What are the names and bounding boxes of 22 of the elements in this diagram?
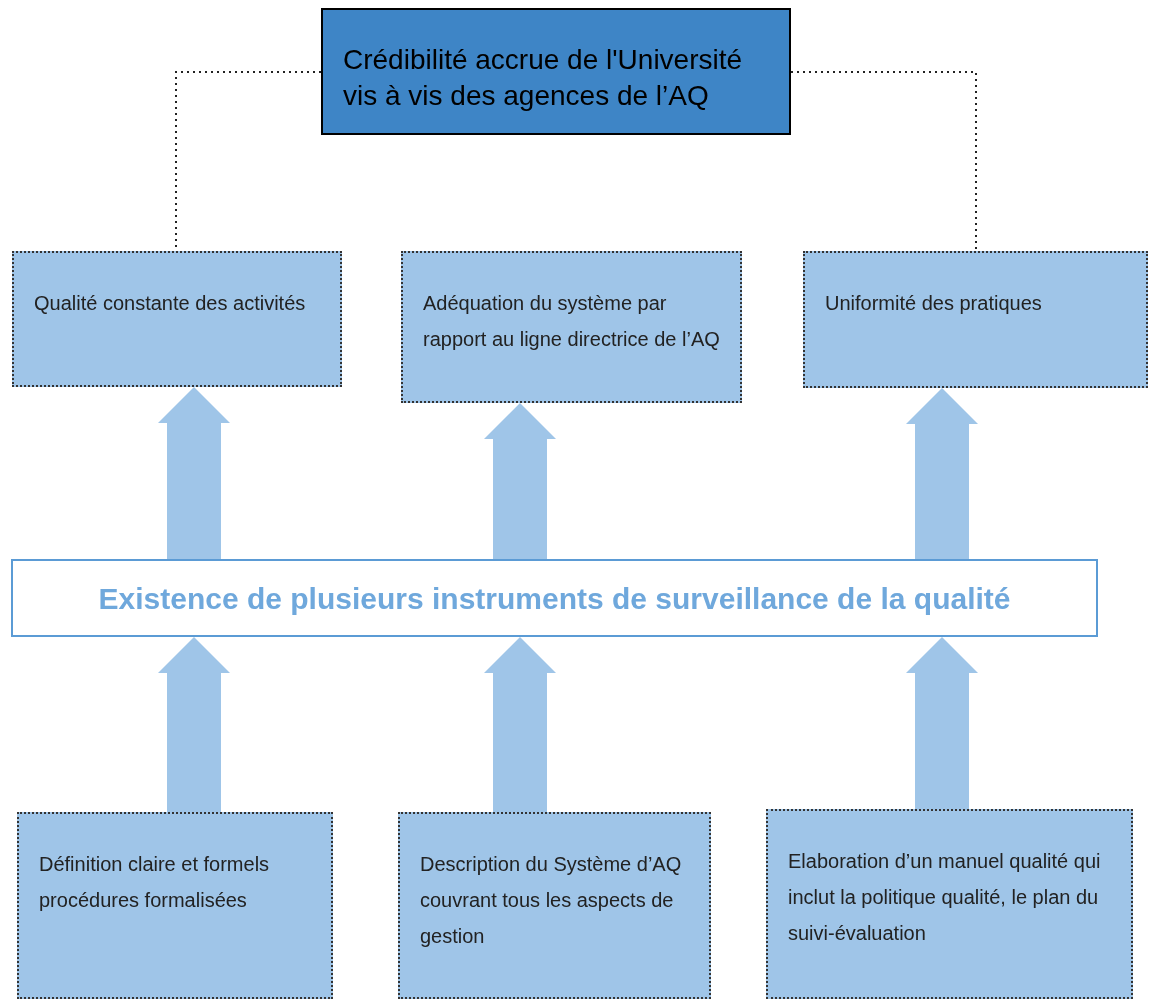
block-arrow [484,637,556,812]
title-box [321,8,791,135]
block-arrow [906,388,978,559]
node-text: Existence de plusieurs instruments de surveillance de la qualité [98,580,1011,617]
node-text: Crédibilité accrue de l'Université vis à vis des agences de l’AQ [343,43,744,114]
node-text: Elaboration d’un manuel qualité qui inclut la politique qualité, le plan du suivi-évaluation [788,849,1102,946]
process-box [803,251,1148,388]
process-box [766,809,1133,999]
block-arrow [484,403,556,559]
process-box [398,812,711,999]
block-arrow [158,387,230,559]
process-box [401,251,742,403]
node-text: Définition claire et formels procédures formalisées [39,852,271,913]
node-text: Adéquation du système par rapport au ligne directrice de l’AQ [423,291,720,352]
node-text: Uniformité des pratiques [825,291,1043,316]
node-text: Qualité constante des activités [34,291,307,316]
block-arrow [158,637,230,812]
banner-box [11,559,1098,637]
process-box [17,812,333,999]
node-text: Description du Système d’AQ couvrant tous les aspects de gestion [420,852,683,949]
block-arrow [906,637,978,809]
process-box [12,251,342,387]
